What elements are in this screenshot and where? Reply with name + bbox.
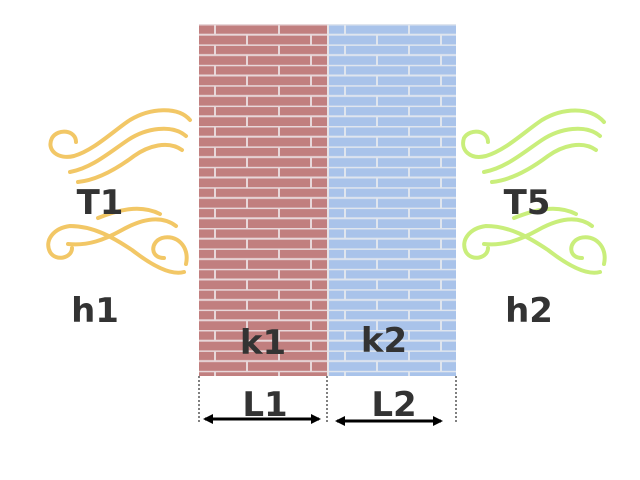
label-k1: k1 [240, 323, 286, 363]
label-h1: h1 [71, 291, 119, 331]
label-l2: L2 [371, 385, 416, 425]
wall-1-brick [199, 24, 327, 376]
wall-2-brick [329, 24, 456, 376]
label-t1: T1 [77, 183, 124, 223]
label-t5: T5 [504, 183, 551, 223]
left-fluid-swirl-icon [46, 108, 192, 275]
label-k2: k2 [361, 321, 407, 361]
label-h2: h2 [505, 291, 553, 331]
label-l1: L1 [242, 385, 287, 425]
dimension-guides [198, 376, 457, 424]
right-fluid-swirl-icon [461, 108, 607, 275]
